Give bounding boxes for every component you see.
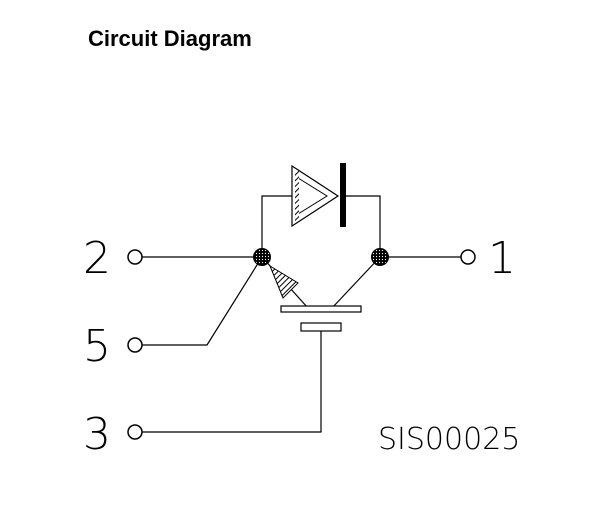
diode-symbol xyxy=(291,163,346,228)
emitter-arrow xyxy=(268,264,299,299)
pin-5-terminal xyxy=(127,337,143,353)
junction-dot-left xyxy=(253,248,271,266)
page-title: Circuit Diagram xyxy=(88,26,252,51)
pin-label-3: 3 xyxy=(83,409,111,460)
pin-2-terminal xyxy=(127,249,143,265)
wires xyxy=(142,195,461,433)
pin-label-2: 2 xyxy=(83,233,111,284)
junction-dot-right xyxy=(371,248,389,266)
pin-1-terminal xyxy=(460,249,476,265)
pin-label-5: 5 xyxy=(83,321,111,372)
igbt-symbol xyxy=(280,305,362,332)
diagram-reference-label: SIS00025 xyxy=(378,422,520,457)
pin-label-1: 1 xyxy=(488,233,516,284)
pin-3-terminal xyxy=(127,424,143,440)
